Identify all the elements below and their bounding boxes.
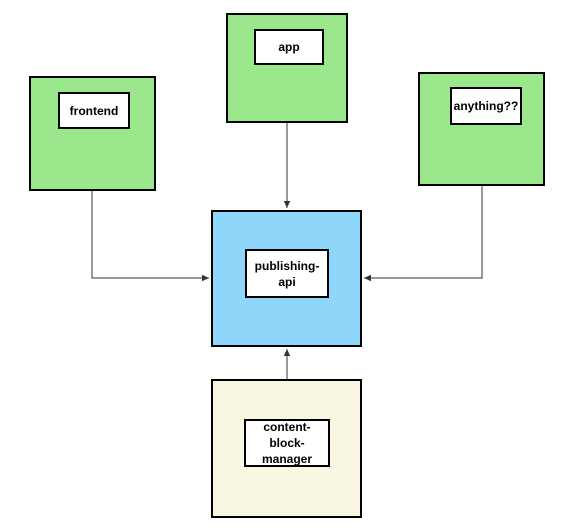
- node-frontend-label: frontend: [58, 92, 130, 129]
- node-content-block-manager-label: content-block-manager: [244, 419, 330, 467]
- node-app-label: app: [254, 29, 324, 65]
- node-anything-label: anything??: [450, 87, 522, 125]
- node-anything: anything??: [418, 72, 545, 186]
- edge-anything-to-publishing-api: [364, 186, 483, 282]
- node-content-block-manager: content-block-manager: [211, 379, 362, 518]
- node-frontend: frontend: [29, 76, 156, 191]
- node-publishing-api-label: publishing-api: [245, 249, 329, 298]
- edge-frontend-to-publishing-api: [91, 191, 209, 282]
- node-app: app: [226, 13, 348, 123]
- node-publishing-api: publishing-api: [211, 210, 362, 347]
